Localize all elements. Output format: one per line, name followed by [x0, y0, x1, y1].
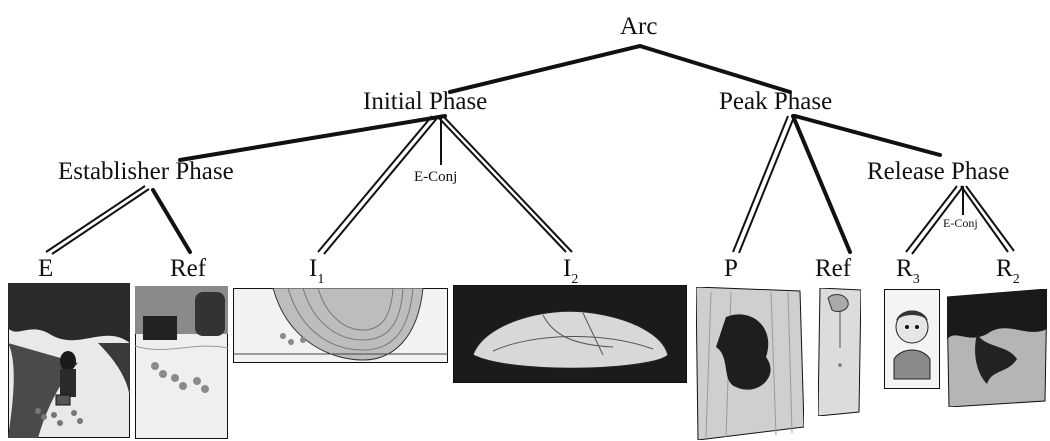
leaf-i1: I1 — [309, 256, 324, 281]
leaf-r2-subscript: 2 — [1013, 272, 1020, 287]
initial-2-panel — [453, 285, 687, 383]
edge-establisher-ref1 — [153, 190, 190, 252]
node-e-conj-1: E-Conj — [414, 170, 457, 185]
leaf-i1-subscript: 1 — [317, 272, 324, 287]
node-establisher-phase: Establisher Phase — [58, 159, 234, 184]
leaf-r2-base: R — [996, 255, 1013, 282]
leaf-e: E — [38, 256, 53, 281]
leaf-r3-subscript: 3 — [913, 272, 920, 287]
refiner-panel — [135, 286, 228, 439]
svg-text:✶: ✶ — [837, 361, 844, 370]
refiner-2-panel: ✶ — [818, 288, 861, 416]
edge-establisher-e-b — [52, 189, 149, 254]
edge-initial-i1-b — [324, 117, 438, 254]
node-initial-phase: Initial Phase — [363, 89, 487, 114]
edge-initial-establisher — [180, 116, 445, 160]
establisher-panel — [8, 283, 130, 438]
edge-establisher-e-a — [46, 186, 145, 252]
leaf-ref-1: Ref — [170, 256, 206, 281]
edge-arc-initial — [450, 46, 640, 92]
release-3-panel — [884, 289, 940, 389]
leaf-r3: R3 — [896, 256, 920, 281]
peak-panel — [696, 287, 804, 440]
edge-peak-p-b — [739, 117, 794, 253]
leaf-r2: R2 — [996, 256, 1020, 281]
edge-arc-peak — [640, 46, 790, 92]
edge-peak-p-a — [733, 116, 788, 252]
leaf-i2: I2 — [563, 256, 578, 281]
node-e-conj-2: E-Conj — [943, 217, 978, 229]
node-peak-phase: Peak Phase — [719, 89, 832, 114]
node-release-phase: Release Phase — [867, 159, 1009, 184]
initial-1-panel — [233, 288, 448, 363]
edge-peak-release — [795, 116, 940, 155]
leaf-r3-base: R — [896, 255, 913, 282]
node-arc: Arc — [620, 14, 657, 39]
leaf-ref-2: Ref — [815, 256, 851, 281]
edge-initial-i2-b — [443, 116, 572, 252]
leaf-p: P — [724, 256, 738, 281]
release-2-panel — [947, 289, 1047, 407]
edge-peak-ref2 — [793, 116, 850, 252]
